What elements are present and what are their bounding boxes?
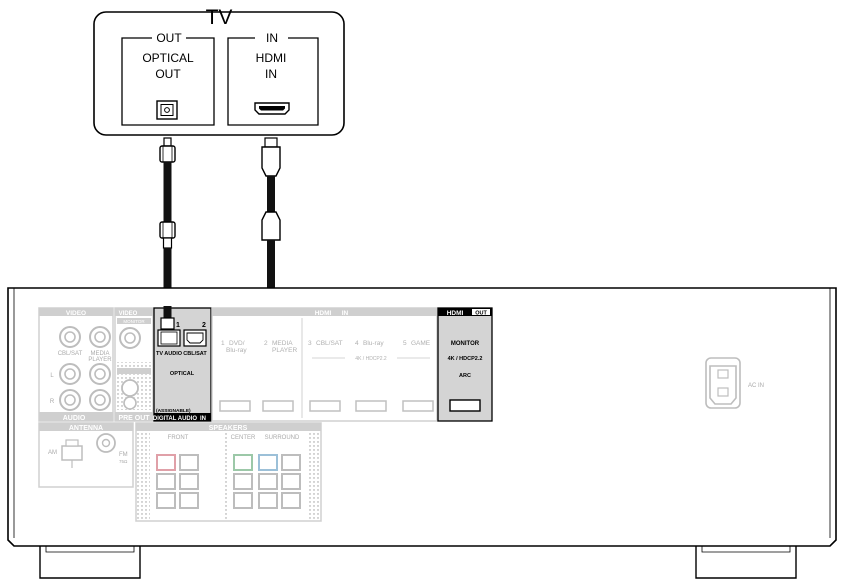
hdmi-in-label: HDMI: [315, 310, 332, 317]
fm-jack: [96, 433, 116, 453]
hdmi-out-tag: OUT: [475, 311, 487, 317]
hdmi-in-5-num: 5: [403, 340, 407, 347]
video-out-label: VIDEO: [119, 311, 138, 317]
hdmi-in-1-label-2: Blu-ray: [226, 347, 247, 354]
hdmi-in-tag: IN: [342, 310, 349, 317]
optical-port-tv-audio: [157, 329, 181, 347]
fm-label: FM: [119, 452, 128, 458]
hdmi-in-2-label: MEDIA: [272, 340, 293, 347]
hdmi-in-1-num: 1: [221, 340, 225, 347]
hdmi-in-4-num: 4: [355, 340, 359, 347]
assignable-label: (ASSIGNABLE): [156, 408, 191, 414]
speaker-terminal-surround-l: [258, 454, 278, 509]
rca-jack-monitor: [119, 327, 141, 349]
hdmi-in-port-2: [262, 400, 294, 412]
front-label: FRONT: [168, 435, 189, 441]
hdmi-in-5-label: GAME: [411, 340, 431, 347]
tv-out-group-label: OUT: [156, 31, 182, 45]
tv-optical-port-icon: [156, 100, 178, 120]
hdmi-in-2-label-2: PLAYER: [272, 347, 297, 354]
cbl-sat-label: CBL/SAT: [58, 351, 83, 357]
hdcp-out-label: 4K / HDCP2.2: [448, 356, 483, 362]
av-receiver: VIDEO AUDIO CBL/SAT MEDIA PLAYER: [7, 287, 837, 579]
surround-label: SURROUND: [265, 435, 300, 441]
digital-audio-in-tag: IN: [200, 416, 206, 422]
tv-optical-out-label: OUT: [155, 67, 181, 81]
center-label: CENTER: [231, 435, 256, 441]
monitor-label: MONITOR: [451, 341, 480, 347]
optical-cbl-sat-label: CBL/SAT: [183, 351, 207, 357]
audio-r-label: R: [50, 399, 55, 405]
hdmi-in-3-num: 3: [308, 340, 312, 347]
hdmi-in-port-3: [309, 400, 341, 412]
pre-out-label: PRE OUT: [118, 415, 150, 422]
tv-optical-label: OPTICAL: [142, 51, 194, 65]
optical-tv-audio-label: TV AUDIO: [156, 351, 183, 357]
hdmi-out-port: [449, 399, 481, 412]
ac-in-label: AC IN: [748, 383, 764, 389]
hdmi-in-3-label: CBL/SAT: [316, 340, 343, 347]
arc-label: ARC: [459, 373, 471, 379]
am-terminal: [61, 439, 83, 468]
tv-title: TV: [206, 6, 233, 29]
rca-jack-video-cbl: [59, 326, 81, 348]
tv-hdmi-label: HDMI: [256, 51, 287, 65]
optical-num-2: 2: [202, 322, 206, 329]
media-label: MEDIA: [90, 351, 109, 357]
hdcp-in-label: 4K / HDCP2.2: [355, 356, 387, 362]
optical-num-1: 1: [176, 322, 180, 329]
tv-hdmi-port-icon: [254, 102, 290, 115]
rca-jack-pre-out-1: [121, 379, 139, 397]
optical-section-label: OPTICAL: [170, 371, 195, 377]
tv-in-group-label: IN: [266, 31, 278, 45]
rca-jack-audio-l-2: [89, 363, 111, 385]
hdmi-in-4-label: Blu-ray: [363, 340, 384, 347]
hdmi-in-1-label: DVD/: [229, 340, 245, 347]
monitor-small-label: MONITOR: [123, 319, 145, 324]
speakers-label: SPEAKERS: [209, 425, 248, 432]
rca-jack-audio-l-1: [59, 363, 81, 385]
hdmi-out-label: HDMI: [447, 310, 464, 317]
optical-port-cbl-sat: [183, 329, 207, 347]
audio-l-label: L: [50, 373, 54, 379]
digital-audio-in-label: DIGITAL AUDIO: [153, 416, 198, 422]
speaker-terminal-front-l: [156, 454, 176, 509]
speaker-terminal-surround-r: [281, 454, 301, 509]
antenna-label: ANTENNA: [69, 425, 103, 432]
player-label: PLAYER: [88, 357, 112, 363]
speaker-terminal-front-r: [179, 454, 199, 509]
fm-impedance-label: 75Ω: [119, 459, 128, 464]
hdmi-in-2-num: 2: [264, 340, 268, 347]
am-label: AM: [48, 450, 57, 456]
rca-jack-audio-r-1: [59, 389, 81, 411]
rca-jack-audio-r-2: [89, 389, 111, 411]
rca-jack-video-media: [89, 326, 111, 348]
speaker-terminal-center: [233, 454, 253, 509]
optical-plug-inserted: [160, 306, 175, 330]
video-in-label: VIDEO: [66, 310, 86, 317]
hdmi-in-port-4: [355, 400, 387, 412]
tv-unit: TV OUT OPTICAL OUT IN HDMI IN: [93, 6, 345, 136]
hdmi-in-port-1: [219, 400, 251, 412]
hdmi-in-port-5: [402, 400, 434, 412]
tv-hdmi-in-label: IN: [265, 67, 277, 81]
ac-inlet: [705, 357, 741, 409]
rca-jack-pre-out-2: [123, 396, 137, 410]
audio-in-label: AUDIO: [63, 415, 86, 422]
